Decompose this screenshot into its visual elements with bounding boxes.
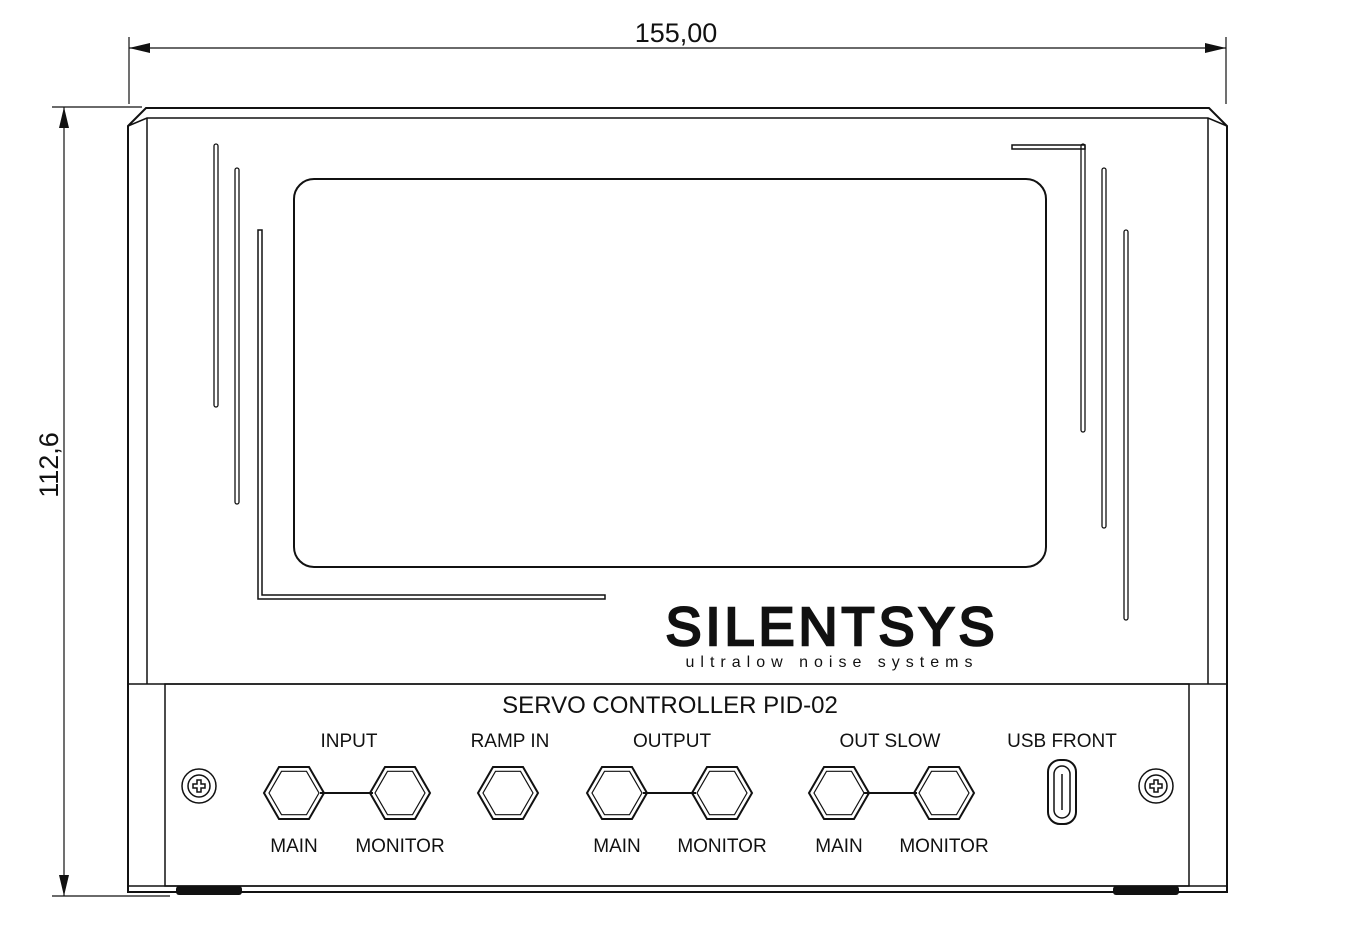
input-monitor-label: MONITOR xyxy=(355,836,444,857)
out-slow-monitor-connector xyxy=(912,766,976,820)
out-slow-main-connector xyxy=(807,766,871,820)
output-main-label: MAIN xyxy=(593,836,641,857)
input-group-label: INPUT xyxy=(321,731,378,752)
width-dimension: 155,00 xyxy=(128,18,1227,104)
brand-tagline: ultralow noise systems xyxy=(686,654,979,671)
enclosure xyxy=(127,107,1228,895)
arrowhead-bottom-icon xyxy=(59,875,69,896)
output-monitor-label: MONITOR xyxy=(677,836,766,857)
display-window xyxy=(293,178,1047,568)
input-main-connector xyxy=(262,766,326,820)
output-monitor-connector xyxy=(690,766,754,820)
height-dimension-label: 112,6 xyxy=(34,432,64,498)
left-foot xyxy=(176,886,242,895)
arrowhead-top-icon xyxy=(59,107,69,128)
ramp-in-connector xyxy=(476,766,540,820)
out-slow-monitor-label: MONITOR xyxy=(899,836,988,857)
usb-front-label: USB FRONT xyxy=(1007,731,1117,752)
height-dimension: 112,6 xyxy=(34,106,170,897)
input-main-label: MAIN xyxy=(270,836,318,857)
left-screw-icon xyxy=(181,768,217,804)
brand-name: SILENTSYS xyxy=(665,597,998,657)
usb-c-port-icon xyxy=(1047,759,1077,825)
output-main-connector xyxy=(585,766,649,820)
output-group-label: OUTPUT xyxy=(633,731,712,752)
out-slow-group-label: OUT SLOW xyxy=(840,731,941,752)
panel-title: SERVO CONTROLLER PID-02 xyxy=(502,692,838,719)
brand-logo: SILENTSYS ultralow noise systems xyxy=(664,596,998,671)
ramp-in-label: RAMP IN xyxy=(471,731,550,752)
right-foot xyxy=(1113,886,1179,895)
input-monitor-connector xyxy=(368,766,432,820)
out-slow-main-label: MAIN xyxy=(815,836,863,857)
arrowhead-right-icon xyxy=(1205,43,1226,53)
width-dimension-label: 155,00 xyxy=(635,18,718,48)
arrowhead-left-icon xyxy=(129,43,150,53)
right-screw-icon xyxy=(1138,768,1174,804)
decorative-slots xyxy=(213,143,1129,621)
